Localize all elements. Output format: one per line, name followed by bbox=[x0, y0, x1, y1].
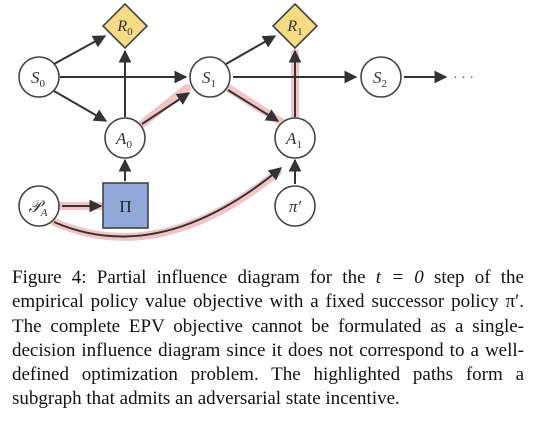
caption-math: t = 0 bbox=[375, 267, 424, 288]
caption-body: step of the empirical policy value objec… bbox=[12, 267, 524, 410]
svg-text:S1: S1 bbox=[202, 68, 216, 90]
svg-text:A0: A0 bbox=[115, 129, 132, 151]
continuation-ellipsis: · · · bbox=[453, 71, 474, 86]
chance-node-s1: S1 bbox=[189, 56, 231, 98]
svg-text:Π: Π bbox=[119, 197, 131, 216]
edges bbox=[53, 35, 448, 238]
edge-s1-a1 bbox=[227, 89, 280, 122]
chance-node-a1: A1 bbox=[274, 117, 316, 159]
chance-node-piprime: π′ bbox=[274, 185, 316, 227]
decision-node-pi: Π bbox=[102, 182, 149, 229]
svg-text:R1: R1 bbox=[286, 18, 302, 38]
utility-node-r0: R0 bbox=[101, 2, 149, 50]
chance-node-s0: S0 bbox=[18, 56, 60, 98]
caption-prefix: Figure 4: Partial influence diagram for … bbox=[12, 267, 376, 288]
chance-node-a0: A0 bbox=[104, 117, 146, 159]
svg-text:S2: S2 bbox=[373, 68, 387, 90]
edge-s0-a0 bbox=[53, 90, 108, 122]
chance-node-pa: 𝒫A bbox=[18, 185, 60, 227]
svg-text:π′: π′ bbox=[289, 197, 302, 216]
svg-text:S0: S0 bbox=[31, 68, 46, 90]
figure-caption: Figure 4: Partial influence diagram for … bbox=[12, 266, 524, 412]
svg-text:A1: A1 bbox=[285, 129, 302, 151]
edge-s1-r1 bbox=[225, 35, 277, 65]
svg-text:R0: R0 bbox=[116, 18, 133, 38]
chance-node-s2: S2 bbox=[360, 56, 402, 98]
edge-s0-r0 bbox=[53, 35, 107, 65]
influence-diagram: R0 R1 S0 S1 S2 A0 A1 bbox=[18, 2, 474, 241]
utility-node-r1: R1 bbox=[271, 2, 319, 50]
highlighted-paths bbox=[50, 49, 299, 241]
edge-pa-a1 bbox=[53, 167, 283, 238]
edge-a0-s1 bbox=[141, 92, 191, 125]
